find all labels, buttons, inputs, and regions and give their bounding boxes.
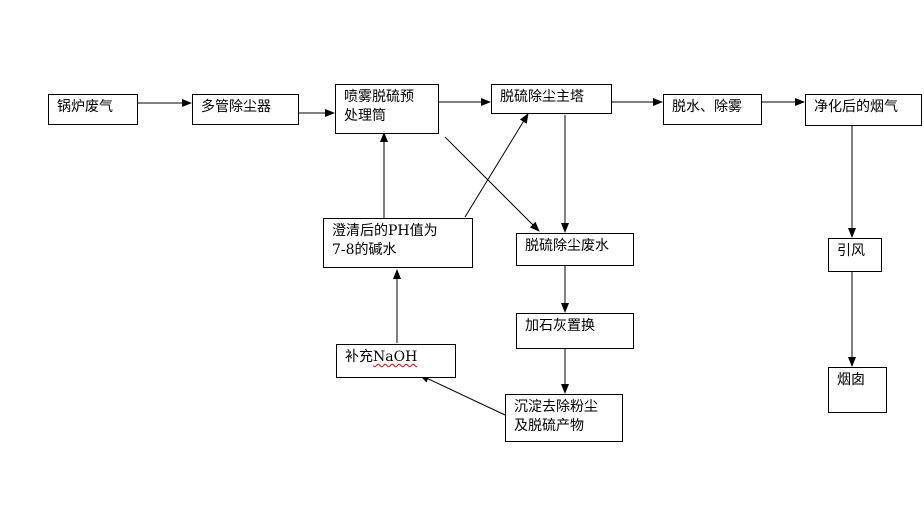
node-fan-label: 引风 bbox=[837, 243, 865, 259]
node-alkali-line1: 澄清后的PH值为 bbox=[332, 223, 438, 239]
node-clean-gas-label: 净化后的烟气 bbox=[814, 99, 898, 115]
node-chimney: 烟囱 bbox=[828, 367, 887, 413]
node-wastewater: 脱硫除尘废水 bbox=[516, 233, 634, 266]
node-sediment: 沉淀去除粉尘 及脱硫产物 bbox=[505, 394, 623, 442]
node-dewater-demist: 脱水、除雾 bbox=[663, 94, 762, 125]
node-sediment-line2: 及脱硫产物 bbox=[514, 418, 584, 434]
node-alkali-line2: 7-8的碱水 bbox=[332, 242, 397, 258]
naoh-suffix: NaOH bbox=[373, 349, 418, 365]
naoh-prefix: 补充 bbox=[345, 349, 373, 365]
arrow-alkali-to-main bbox=[464, 113, 529, 218]
node-boiler-gas-label: 锅炉废气 bbox=[57, 99, 113, 115]
node-chimney-label: 烟囱 bbox=[837, 372, 865, 388]
node-naoh-label: 补充NaOH bbox=[345, 348, 447, 367]
node-lime-replacement: 加石灰置换 bbox=[516, 313, 634, 349]
node-spray-pre-line1: 喷雾脱硫预 bbox=[344, 89, 414, 105]
node-dewater-label: 脱水、除雾 bbox=[672, 99, 742, 115]
node-sediment-line1: 沉淀去除粉尘 bbox=[514, 399, 598, 415]
node-spray-pre-line2: 处理筒 bbox=[344, 108, 386, 124]
node-spray-pretreatment: 喷雾脱硫预 处理筒 bbox=[335, 84, 439, 134]
node-lime-label: 加石灰置换 bbox=[525, 318, 595, 334]
node-boiler-gas: 锅炉废气 bbox=[48, 94, 138, 125]
arrow-sediment-to-naoh bbox=[419, 374, 506, 416]
node-multi-tube-dust-collector: 多管除尘器 bbox=[192, 94, 299, 125]
node-wastewater-label: 脱硫除尘废水 bbox=[525, 238, 609, 254]
node-induced-draft-fan: 引风 bbox=[828, 238, 882, 272]
node-main-tower-label: 脱硫除尘主塔 bbox=[500, 89, 584, 105]
node-multi-tube-label: 多管除尘器 bbox=[201, 99, 271, 115]
arrow-spray-to-wastewater bbox=[444, 136, 540, 232]
node-clean-gas: 净化后的烟气 bbox=[805, 94, 922, 126]
node-main-tower: 脱硫除尘主塔 bbox=[491, 84, 612, 114]
node-clarified-alkali-water: 澄清后的PH值为 7-8的碱水 bbox=[323, 218, 473, 268]
node-add-naoh: 补充NaOH bbox=[336, 344, 456, 378]
